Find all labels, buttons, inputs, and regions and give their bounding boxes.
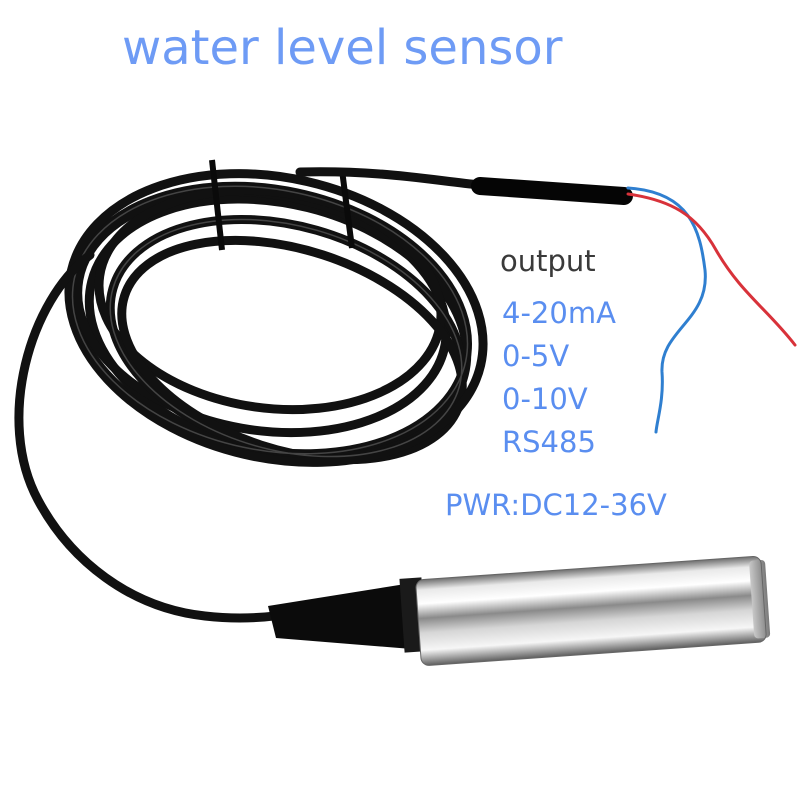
output-options-list: 4-20mA 0-5V 0-10V RS485 [502, 292, 616, 464]
output-option: 0-10V [502, 382, 588, 416]
output-heading: output [500, 244, 596, 278]
cable-highlights [71, 185, 469, 458]
heat-shrink-sleeve [471, 177, 633, 205]
cable-end [295, 167, 485, 190]
cable-tie [209, 159, 355, 251]
power-spec: PWR:DC12-36V [445, 488, 667, 522]
probe-cable [14, 250, 305, 623]
red-wire [626, 192, 797, 347]
product-title: water level sensor [122, 20, 563, 76]
output-option: 0-5V [502, 339, 570, 373]
blue-wire [626, 186, 707, 434]
output-option: 4-20mA [502, 296, 616, 330]
strain-relief [268, 582, 424, 650]
sensor-probe [415, 556, 771, 666]
output-option: RS485 [502, 425, 596, 459]
